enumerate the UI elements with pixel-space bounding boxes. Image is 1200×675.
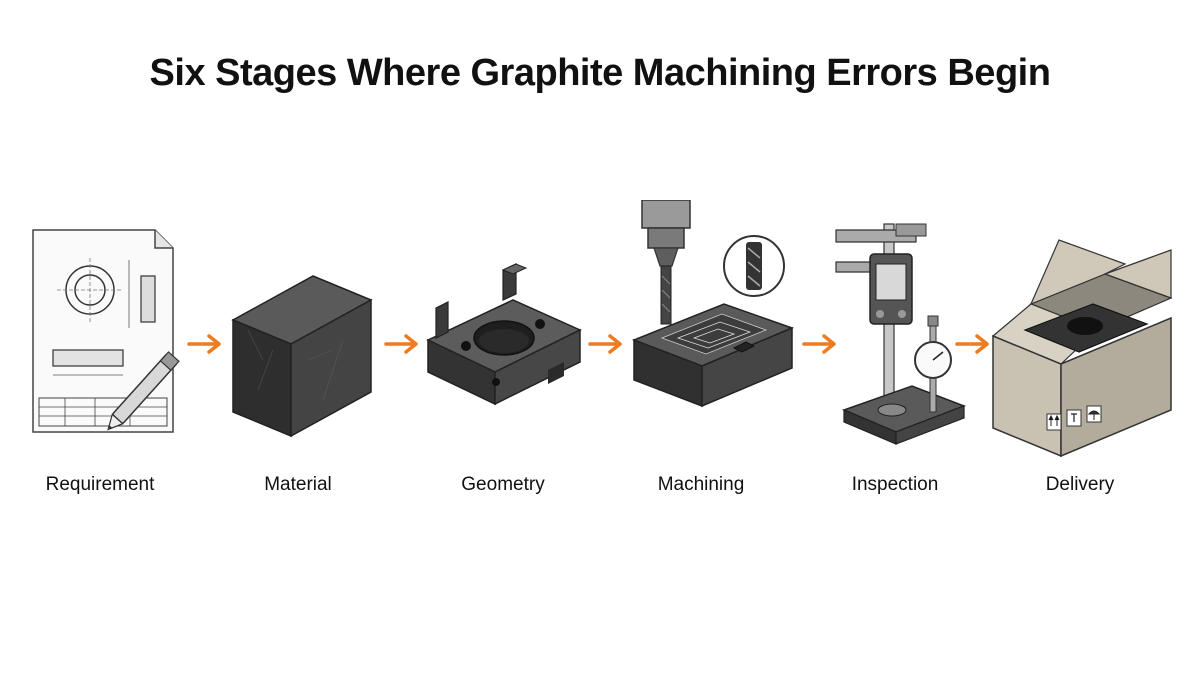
shipping-box-icon [991,239,1173,458]
drawing-and-pencil-icon [32,229,180,433]
stage-requirement: Requirement [5,200,195,500]
stage-material: Material [203,200,393,500]
stage-label: Material [264,474,332,495]
cnc-spindle-icon [631,200,795,408]
stage-label: Machining [657,474,745,495]
caliper-and-dial-gauge-icon [835,223,967,445]
machined-part-icon [426,263,582,406]
stage-inspection: Inspection [800,200,990,500]
page-title: Six Stages Where Graphite Machining Erro… [149,52,1051,94]
stage-machining: Machining [606,200,796,500]
stage-delivery: Delivery [985,200,1175,500]
arrow-right-icon [384,334,418,354]
arrow-right-icon [955,334,989,354]
stage-label: Inspection [851,474,939,495]
stage-label: Geometry [461,474,545,495]
arrow-right-icon [588,334,622,354]
graphite-block-icon [231,275,373,438]
arrow-right-icon [802,334,836,354]
stage-geometry: Geometry [408,200,598,500]
stage-label: Requirement [45,474,155,495]
stage-label: Delivery [1045,474,1115,495]
arrow-right-icon [187,334,221,354]
